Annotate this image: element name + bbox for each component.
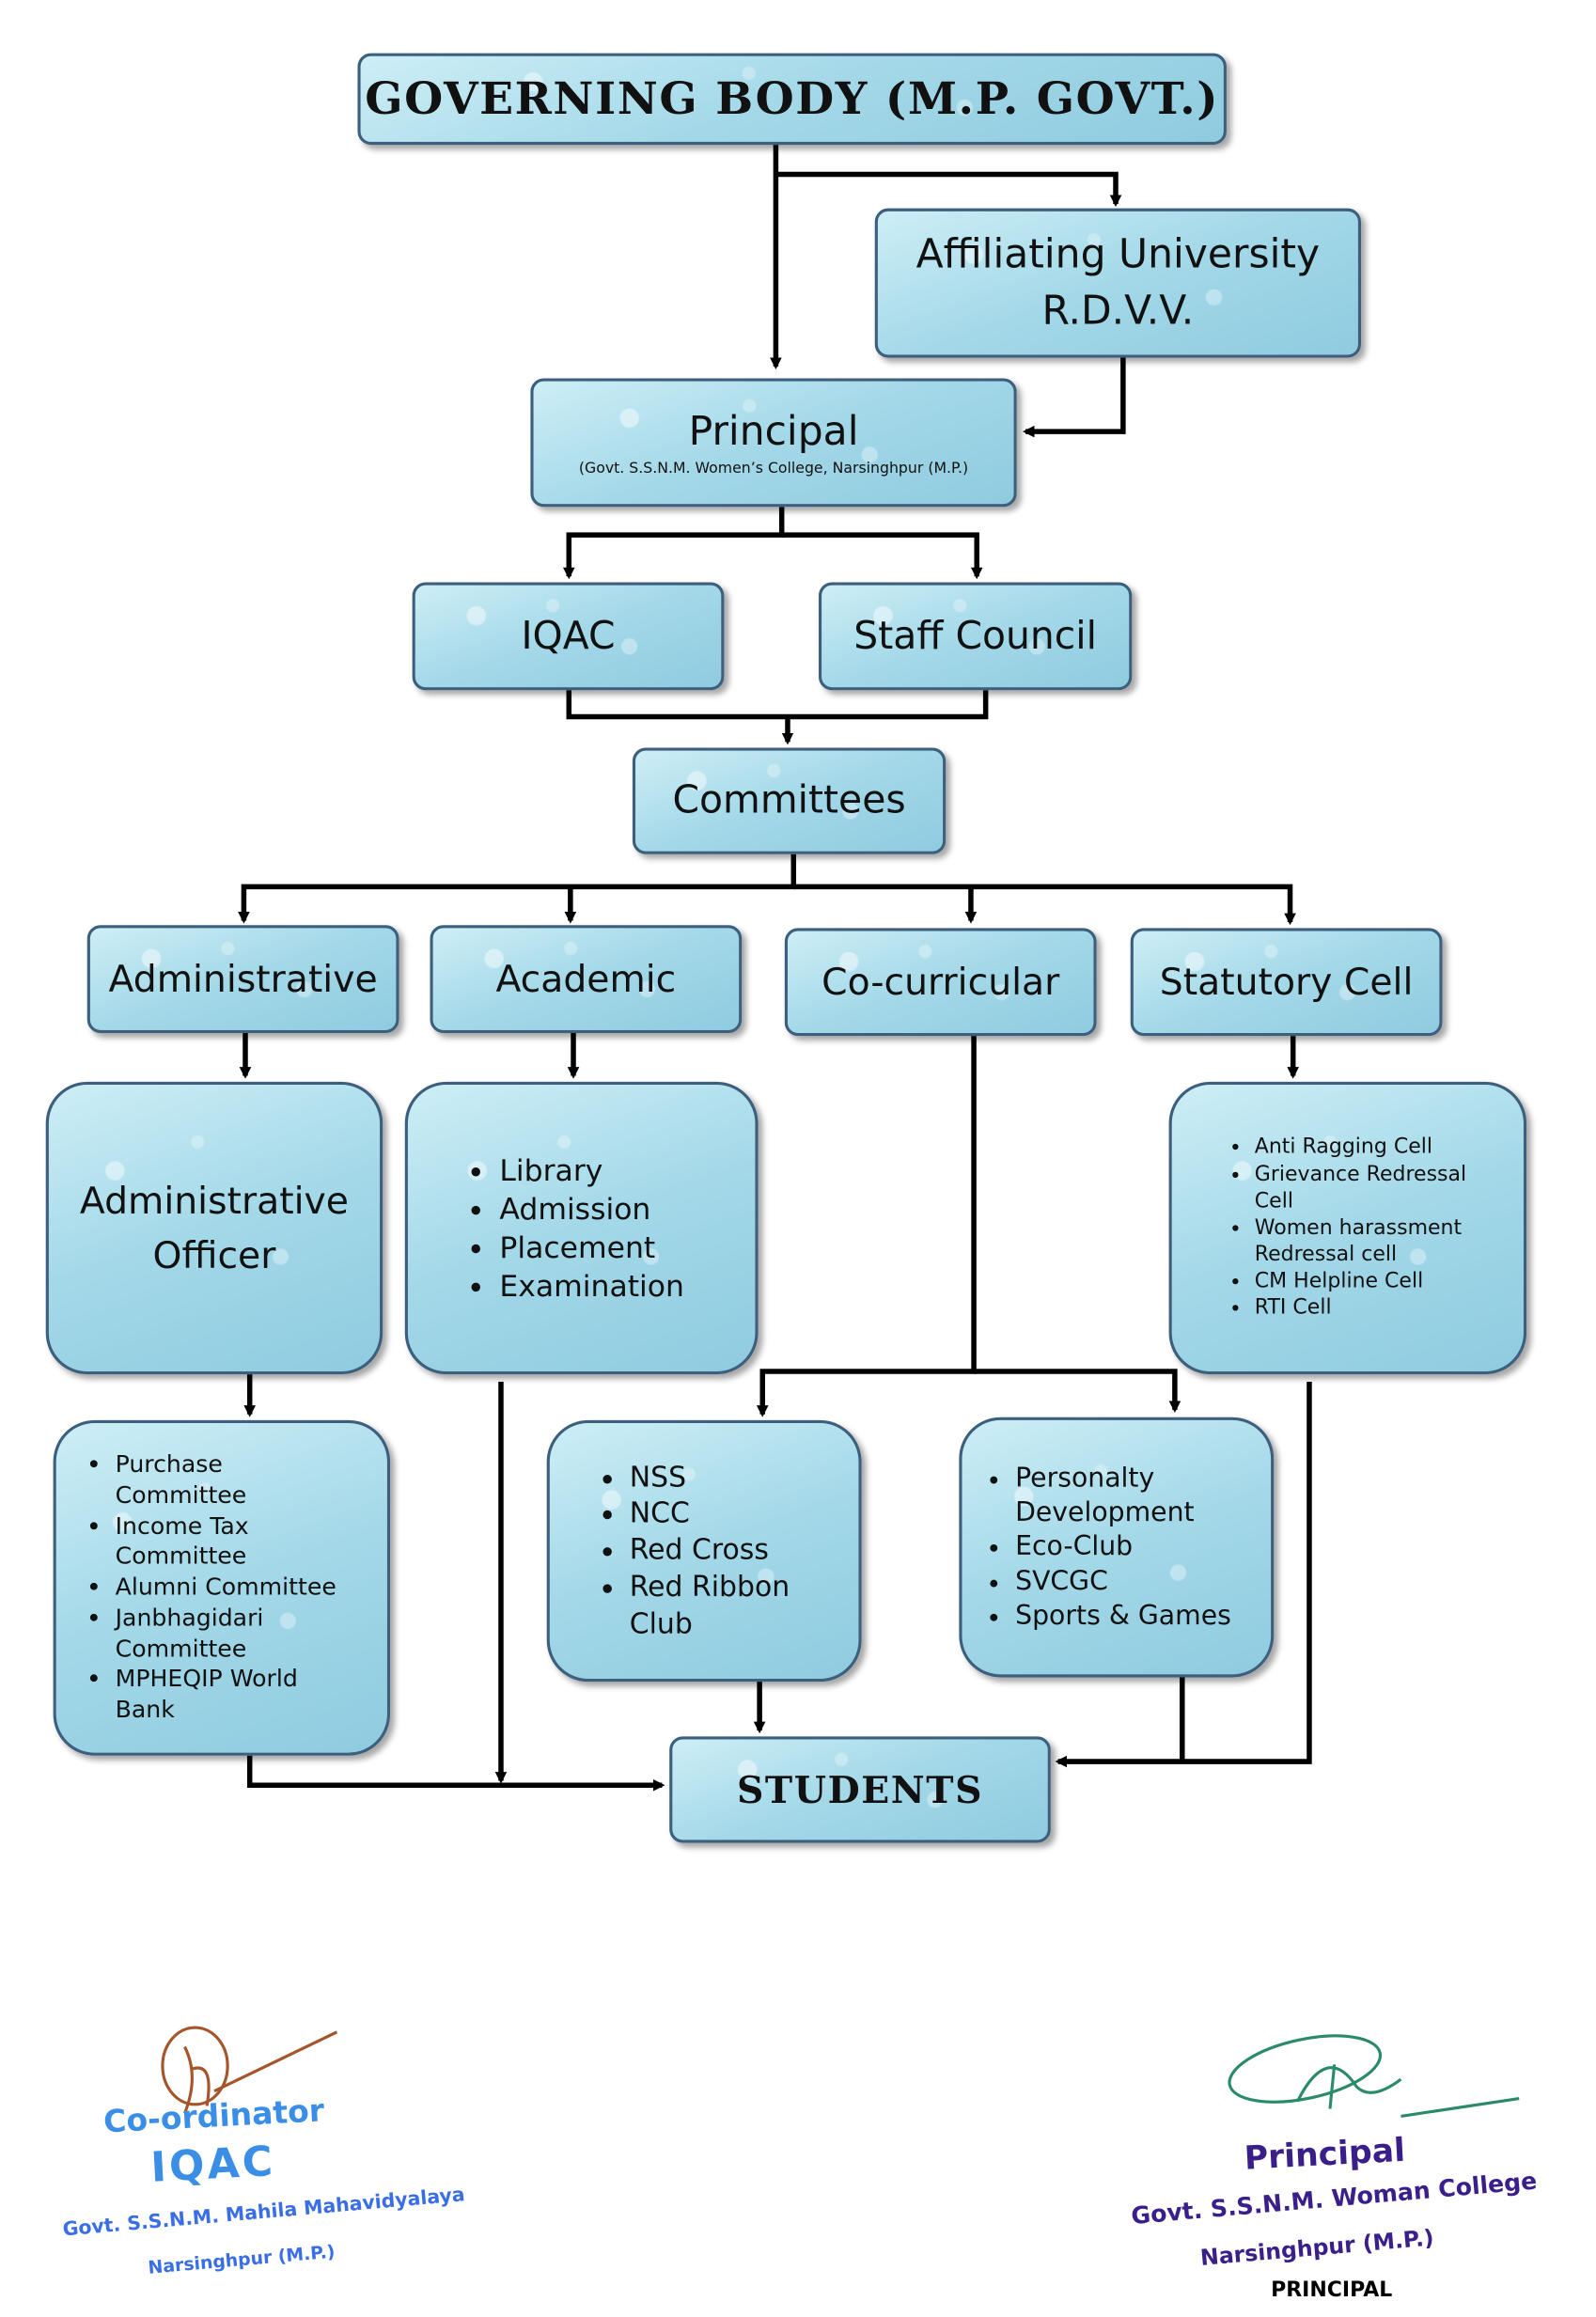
cocurricular-box: Co-curricular <box>784 928 1097 1037</box>
list-item: Women harassment Redressal cell <box>1255 1214 1494 1268</box>
cocurricular-list-a-box: NSS NCC Red Cross Red Ribbon Club <box>546 1419 862 1683</box>
students-box: STUDENTS <box>669 1736 1051 1843</box>
principal-signature <box>1228 2034 1520 2118</box>
list-item: Anti Ragging Cell <box>1255 1134 1494 1161</box>
list-item: Eco-Club <box>1015 1530 1256 1565</box>
affiliating-label: Affiliating University <box>915 231 1321 278</box>
admin-officer-line1: Administrative <box>79 1178 350 1222</box>
governing-body-box: GOVERNING BODY (M.P. GOVT.) <box>357 53 1227 146</box>
statutory-list: Anti Ragging Cell Grievance Redressal Ce… <box>1216 1134 1494 1322</box>
cocurricular-label: Co-curricular <box>821 960 1060 1004</box>
coordinator-signature <box>161 2026 338 2114</box>
list-item: Sports & Games <box>1015 1599 1256 1634</box>
statutory-cell-label: Statutory Cell <box>1159 960 1414 1004</box>
connector-to-cocurricular-list-a <box>756 1036 977 1417</box>
administrative-officer-box: Administrative Officer <box>45 1081 383 1375</box>
academic-label: Academic <box>495 957 677 1001</box>
academic-list: Library Admission Placement Examination <box>464 1151 756 1306</box>
list-item: Placement <box>499 1228 755 1266</box>
admin-committees-list: Purchase Committee Income Tax Committee … <box>86 1449 360 1726</box>
iqac-label: IQAC <box>521 614 616 659</box>
list-item: Red Ribbon Club <box>630 1569 838 1642</box>
cocurricular-list-a: NSS NCC Red Cross Red Ribbon Club <box>591 1460 838 1642</box>
connector-to-statutory <box>793 884 1296 926</box>
principal-box: Principal (Govt. S.S.N.M. Women’s Colleg… <box>530 378 1017 508</box>
list-item: Income Tax Committee <box>116 1511 361 1573</box>
administrative-label: Administrative <box>108 957 378 1001</box>
list-item: RTI Cell <box>1255 1295 1494 1323</box>
cocurricular-list-b-box: Personalty Development Eco-Club SVCGC Sp… <box>959 1417 1275 1678</box>
academic-box: Academic <box>430 925 743 1033</box>
connector-to-administrative <box>238 853 797 924</box>
admin-officer-line2: Officer <box>152 1233 276 1277</box>
principal-subtitle: (Govt. S.S.N.M. Women’s College, Narsing… <box>578 460 969 477</box>
staff-council-box: Staff Council <box>818 582 1133 691</box>
statutory-list-box: Anti Ragging Cell Grievance Redressal Ce… <box>1168 1081 1527 1375</box>
academic-list-box: Library Admission Placement Examination <box>404 1081 759 1375</box>
list-item: Personalty Development <box>1015 1461 1256 1530</box>
iqac-box: IQAC <box>412 582 725 691</box>
list-item: Examination <box>499 1266 755 1305</box>
governing-body-label: GOVERNING BODY (M.P. GOVT.) <box>365 72 1220 125</box>
list-item: Grievance Redressal Cell <box>1255 1161 1494 1214</box>
list-item: CM Helpline Cell <box>1255 1268 1494 1295</box>
principal-label: Principal <box>688 408 859 455</box>
list-item: MPHEQIP World Bank <box>116 1665 361 1726</box>
list-item: Janbhagidari Committee <box>116 1604 361 1665</box>
staff-council-label: Staff Council <box>853 614 1098 659</box>
connector-principal-to-staff-council <box>781 532 983 580</box>
list-item: NSS <box>630 1460 838 1496</box>
connector-statutory-to-students <box>1055 1382 1312 1768</box>
affiliating-name: R.D.V.V. <box>1041 287 1195 334</box>
connector-governing-to-university <box>775 171 1122 208</box>
connector-university-to-principal <box>1022 357 1126 438</box>
statutory-cell-box: Statutory Cell <box>1130 928 1443 1037</box>
list-item: Alumni Committee <box>116 1573 361 1604</box>
connector-principal-to-iqac <box>563 507 785 580</box>
admin-committees-box: Purchase Committee Income Tax Committee … <box>53 1419 391 1756</box>
principal-stamp-overlay: PRINCIPAL <box>1271 2278 1393 2303</box>
committees-box: Committees <box>632 747 947 854</box>
cocurricular-list-b: Personalty Development Eco-Club SVCGC Sp… <box>989 1461 1257 1634</box>
list-item: Library <box>499 1151 755 1190</box>
administrative-box: Administrative <box>86 925 399 1033</box>
list-item: Red Cross <box>630 1533 838 1570</box>
list-item: Purchase Committee <box>116 1449 361 1511</box>
coordinator-unit: IQAC <box>149 2137 277 2192</box>
affiliating-university-box: Affiliating University R.D.V.V. <box>874 208 1361 358</box>
list-item: SVCGC <box>1015 1564 1256 1599</box>
connector-admin-committees-to-students <box>246 1755 665 1792</box>
committees-label: Committees <box>672 778 906 823</box>
students-label: STUDENTS <box>736 1768 984 1811</box>
connector-to-cocurricular-list-b <box>974 1369 1181 1414</box>
list-item: NCC <box>630 1496 838 1533</box>
list-item: Admission <box>499 1190 755 1229</box>
connector-iqac-staff-join <box>566 690 989 720</box>
